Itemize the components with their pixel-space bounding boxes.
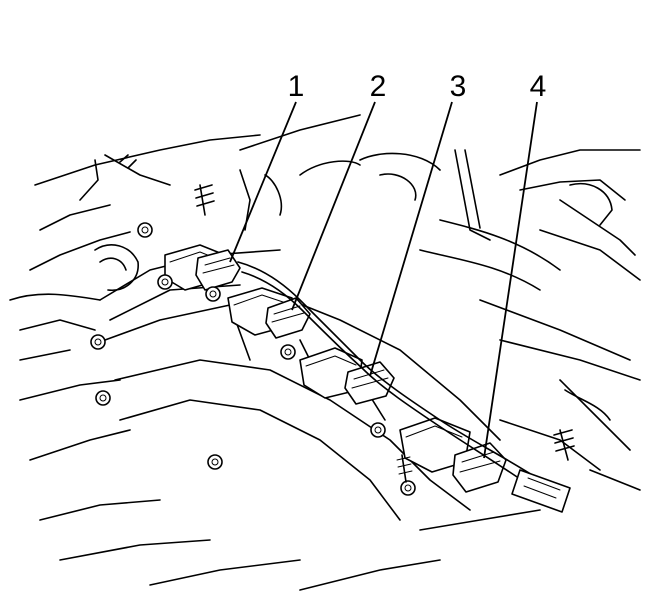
leader-3 — [369, 101, 453, 377]
engine-background — [9, 114, 641, 591]
callout-2: 2 — [370, 70, 387, 103]
callout-1: 1 — [288, 70, 305, 103]
callout-leaders — [229, 101, 538, 459]
leader-1 — [229, 101, 297, 263]
callout-4: 4 — [530, 70, 547, 103]
leader-4 — [483, 101, 538, 459]
leader-2 — [291, 101, 376, 311]
callout-3: 3 — [450, 70, 467, 103]
callout-labels: 1 2 3 4 — [288, 70, 547, 103]
valve-cover — [99, 249, 501, 521]
bolts — [90, 222, 416, 496]
coil-connector-1 — [195, 249, 241, 291]
wiring-harness — [237, 261, 571, 513]
coil-connector-3 — [344, 361, 395, 405]
coil-connector-4 — [452, 442, 507, 493]
